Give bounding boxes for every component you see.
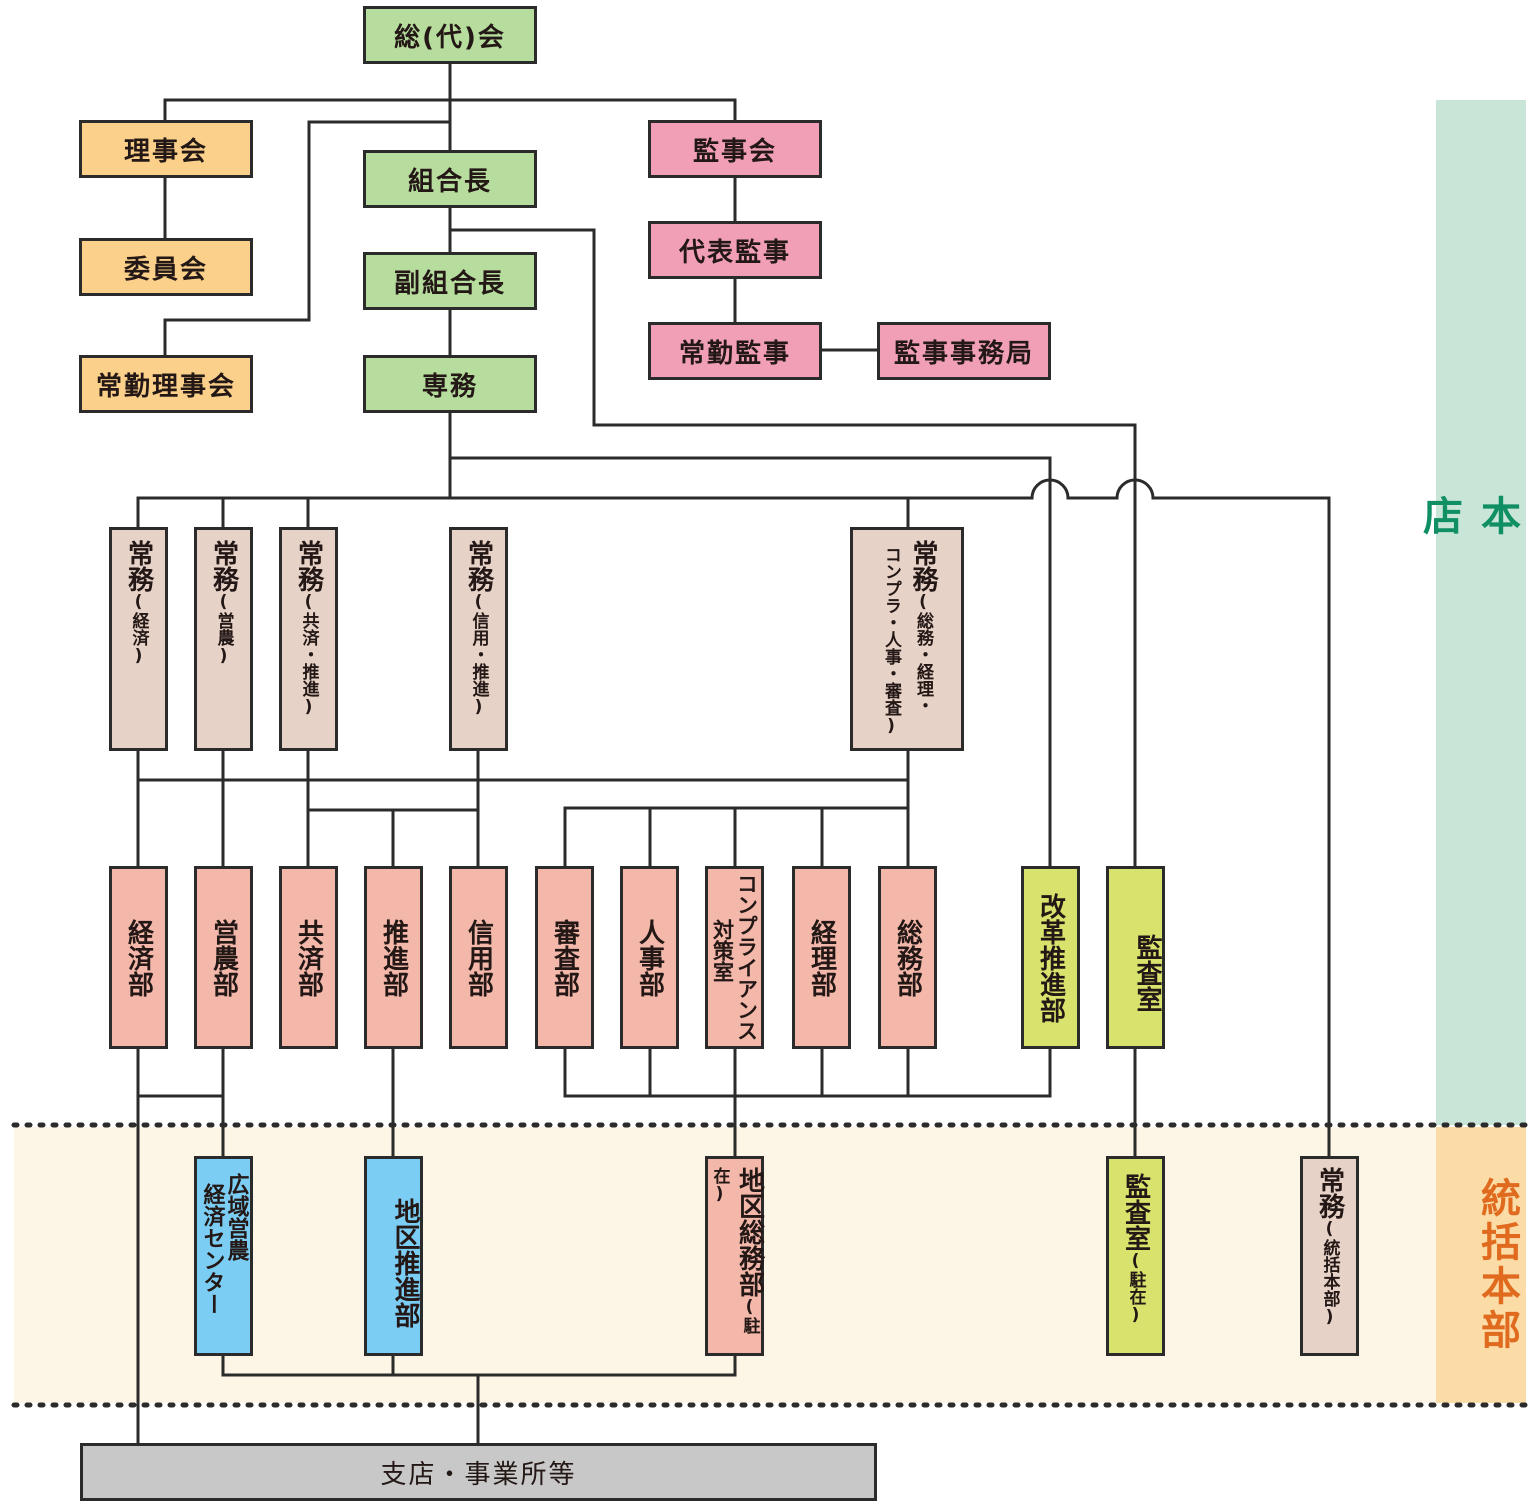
district-general-affairs-note: (駐在) <box>709 1167 760 1334</box>
credit-dept-box: 信用部 <box>449 866 508 1049</box>
general-affairs-dept-box: 総務部 <box>878 866 937 1049</box>
hr-dept-box: 人事部 <box>620 866 679 1049</box>
district-general-affairs-label: 地区総務部 <box>734 1167 765 1297</box>
president-box: 組合長 <box>363 150 537 208</box>
auditors-board-box: 監事会 <box>648 120 822 178</box>
senior-director-box: 専務 <box>363 355 537 413</box>
director-scope: (営農) <box>213 592 234 666</box>
director-mutual-aid-box: 常務(共済・推進) <box>279 527 338 751</box>
committee-box: 委員会 <box>79 238 253 296</box>
board-of-directors-box: 理事会 <box>79 120 253 178</box>
mutual-aid-dept-box: 共済部 <box>279 866 338 1049</box>
representative-auditor-box: 代表監事 <box>648 221 822 279</box>
director-economy-box: 常務(経済) <box>109 527 168 751</box>
reform-promotion-dept-box: 改革推進部 <box>1021 866 1080 1049</box>
general-assembly-box: 総(代)会 <box>363 6 537 64</box>
compliance-office-label-2: 対策室 <box>710 919 735 982</box>
review-dept-box: 審査部 <box>535 866 594 1049</box>
district-promotion-dept-box: 地区推進部 <box>364 1156 423 1356</box>
regional-hq-label: 統括本部 <box>1474 1177 1520 1353</box>
audit-office-resident-label: 監査室 <box>1120 1173 1151 1251</box>
full-time-auditor-box: 常勤監事 <box>648 322 822 380</box>
director-regional-hq-box: 常務(統括本部) <box>1300 1156 1359 1356</box>
audit-office-resident-box: 監査室(駐在) <box>1106 1156 1165 1356</box>
branches-box: 支店・事業所等 <box>80 1443 877 1501</box>
auditor-secretariat-box: 監事事務局 <box>877 322 1051 380</box>
director-scope-line2: コンプラ・人事・審査) <box>881 546 901 736</box>
audit-office-resident-note: (駐在) <box>1125 1251 1146 1325</box>
director-farming-box: 常務(営農) <box>194 527 253 751</box>
district-general-affairs-box: 地区総務部(駐在) <box>705 1156 765 1356</box>
director-scope: (経済) <box>128 592 149 666</box>
wide-area-center-box: 広域営農 経済センター <box>194 1156 253 1356</box>
promotion-dept-box: 推進部 <box>364 866 423 1049</box>
audit-office-box: 監査室 <box>1106 866 1165 1049</box>
director-title: 常務 <box>208 540 239 592</box>
director-title: 常務 <box>293 540 324 592</box>
compliance-office-label-1: コンプライアンス <box>734 873 759 1041</box>
wide-area-center-label-2: 経済センター <box>199 1183 225 1315</box>
director-general-affairs-box: 常務(総務・経理・ コンプラ・人事・審査) <box>850 527 964 751</box>
director-regional-hq-title: 常務 <box>1314 1167 1345 1219</box>
director-title: 常務 <box>908 540 938 592</box>
director-title: 常務 <box>463 540 494 592</box>
director-title: 常務 <box>123 540 154 592</box>
wide-area-center-label-1: 広域営農 <box>223 1173 249 1261</box>
director-scope: (共済・推進) <box>298 592 319 717</box>
vice-president-box: 副組合長 <box>363 252 537 310</box>
head-office-band <box>1436 100 1526 1125</box>
director-credit-box: 常務(信用・推進) <box>449 527 508 751</box>
director-scope: (総務・経理・ <box>913 592 933 714</box>
director-scope: (信用・推進) <box>468 592 489 717</box>
compliance-office-box: コンプライアンス 対策室 <box>705 866 764 1049</box>
accounting-dept-box: 経理部 <box>792 866 851 1049</box>
regional-hq-label-band <box>1436 1127 1526 1403</box>
regional-hq-band <box>14 1127 1526 1403</box>
farming-dept-box: 営農部 <box>194 866 253 1049</box>
full-time-board-box: 常勤理事会 <box>79 355 253 413</box>
director-regional-hq-note: (統括本部) <box>1319 1219 1340 1327</box>
economy-dept-box: 経済部 <box>109 866 168 1049</box>
